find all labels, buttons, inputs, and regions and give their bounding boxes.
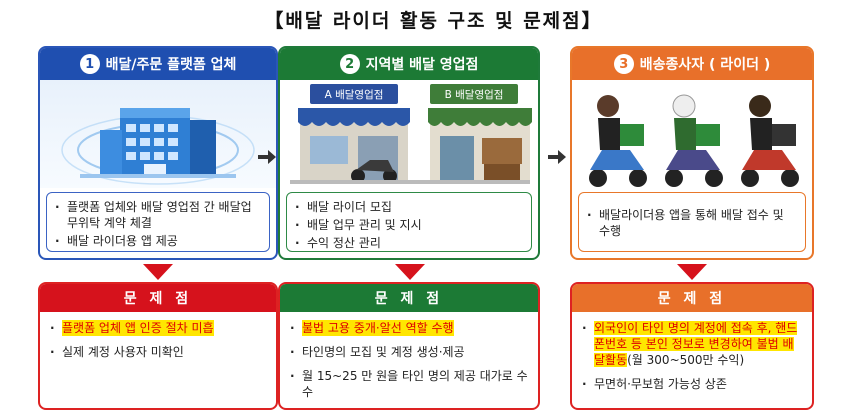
shop-header: 2 지역별 배달 영업점 — [280, 48, 538, 80]
list-item: ·배달 업무 관리 및 지시 — [295, 218, 422, 232]
arrow-right-icon — [258, 150, 276, 164]
problem-header: 문 제 점 — [40, 284, 276, 312]
rider-header: 3 배송종사자 ( 라이더 ) — [572, 48, 812, 80]
rider-header-label: 배송종사자 ( 라이더 ) — [639, 57, 771, 73]
shop-b-sign: B 배달영업점 — [430, 84, 518, 104]
shop-description: ·배달 라이더 모집 ·배달 업무 관리 및 지시 ·수익 정산 관리 — [286, 192, 532, 252]
shop-column: 2 지역별 배달 영업점 A 배달영업점 B 배달영업점 — [278, 46, 540, 260]
list-item: ·플랫폼 업체 앱 인증 절차 미흡 — [50, 320, 214, 336]
shops-illustration: A 배달영업점 B 배달영업점 — [280, 80, 538, 188]
problem-box-platform: 문 제 점 ·플랫폼 업체 앱 인증 절차 미흡 ·실제 계정 사용자 미확인 — [38, 282, 278, 410]
list-item: · 외국인이 타인 명의 계정에 접속 후, 핸드폰번호 등 본인 정보로 변경… — [582, 321, 798, 367]
problem-box-rider: 문 제 점 · 외국인이 타인 명의 계정에 접속 후, 핸드폰번호 등 본인 … — [570, 282, 814, 410]
page-title: 【배달 라이더 활동 구조 및 문제점】 — [264, 10, 603, 32]
step-number: 2 — [339, 54, 360, 74]
problem-header: 문 제 점 — [280, 284, 538, 312]
platform-description: ·플랫폼 업체와 배달 영업점 간 배달업무위탁 계약 체결 ·배달 라이더용 … — [46, 192, 270, 252]
platform-header-label: 배달/주문 플랫폼 업체 — [105, 57, 237, 73]
problem-box-shop: 문 제 점 ·불법 고용 중개·알선 역할 수행 ·타인명의 모집 및 계정 생… — [278, 282, 540, 410]
shop-header-label: 지역별 배달 영업점 — [365, 57, 479, 73]
arrow-down-icon — [677, 264, 707, 280]
rider-panel: 3 배송종사자 ( 라이더 ) — [570, 46, 814, 260]
platform-building-illustration — [40, 80, 276, 188]
list-item: ·수익 정산 관리 — [295, 236, 381, 250]
list-item: ·실제 계정 사용자 미확인 — [50, 345, 184, 359]
arrow-down-icon — [143, 264, 173, 280]
list-item: ·배달 라이더 모집 — [295, 200, 392, 214]
list-item: ·배달 라이더용 앱 제공 — [55, 234, 178, 248]
shop-a-sign: A 배달영업점 — [310, 84, 398, 104]
step-number: 1 — [79, 54, 100, 74]
list-item: ·타인명의 모집 및 계정 생성·제공 — [290, 345, 465, 359]
platform-column: 1 배달/주문 플랫폼 업체 ·플랫폼 업체 — [38, 46, 278, 260]
arrow-down-icon — [395, 264, 425, 280]
platform-header: 1 배달/주문 플랫폼 업체 — [40, 48, 276, 80]
list-item: ·불법 고용 중개·알선 역할 수행 — [290, 320, 454, 336]
list-item: ·월 15~25 만 원을 타인 명의 제공 대가로 수수 — [290, 369, 528, 399]
list-item: ·플랫폼 업체와 배달 영업점 간 배달업무위탁 계약 체결 — [55, 200, 252, 230]
rider-description: ·배달라이더용 앱을 통해 배달 접수 및 수행 — [578, 192, 806, 252]
step-number: 3 — [613, 54, 634, 74]
arrow-right-icon — [548, 150, 566, 164]
problem-header: 문 제 점 — [572, 284, 812, 312]
rider-column: 3 배송종사자 ( 라이더 ) — [570, 46, 814, 260]
list-item: ·배달라이더용 앱을 통해 배달 접수 및 수행 — [587, 208, 784, 238]
riders-illustration — [572, 80, 812, 188]
list-item: ·무면허·무보험 가능성 상존 — [582, 377, 727, 391]
shop-panel: 2 지역별 배달 영업점 A 배달영업점 B 배달영업점 — [278, 46, 540, 260]
platform-panel: 1 배달/주문 플랫폼 업체 ·플랫폼 업체 — [38, 46, 278, 260]
